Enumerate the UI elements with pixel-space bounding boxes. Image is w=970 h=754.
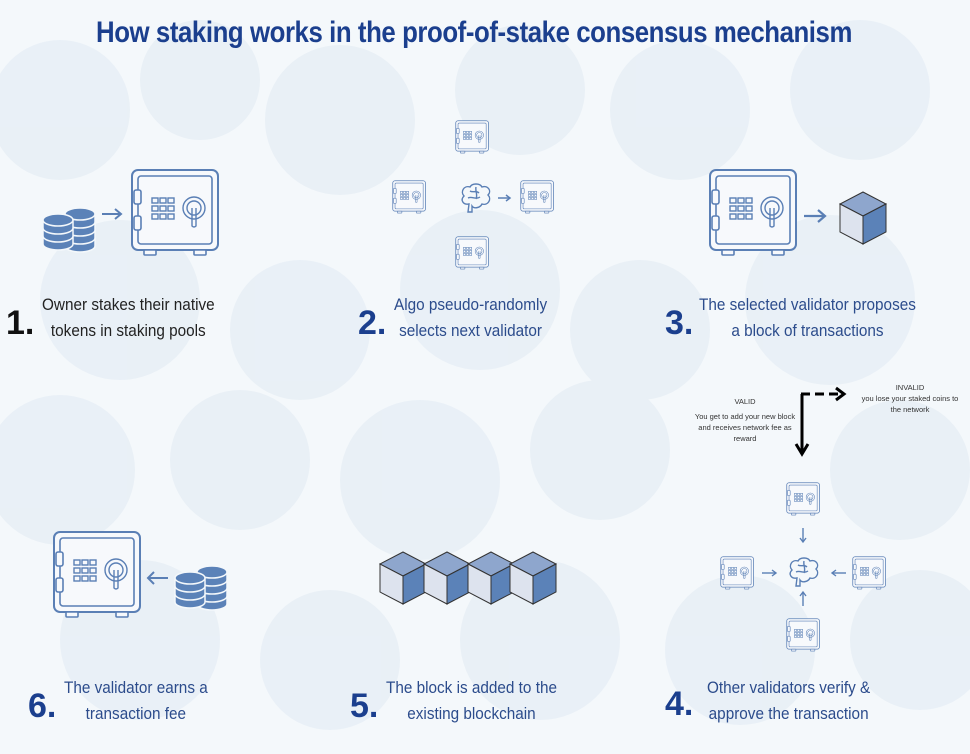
safe-icon xyxy=(852,556,886,590)
step-number: 4. xyxy=(665,685,694,723)
safe-icon xyxy=(520,180,554,214)
step-line: Algo pseudo-randomly xyxy=(394,295,548,314)
arrow-right-icon xyxy=(762,569,778,577)
step-number: 5. xyxy=(350,687,379,725)
step-number: 2. xyxy=(358,304,387,342)
cube-icon xyxy=(379,551,427,605)
arrow-down-icon xyxy=(794,394,810,457)
step-line: selects next validator xyxy=(399,321,543,340)
step-2-caption: 2. Algo pseudo-randomly selects next val… xyxy=(358,292,564,344)
brain-icon xyxy=(789,557,819,587)
valid-text-2: and receives network fee as xyxy=(698,423,792,432)
safe-icon xyxy=(786,618,820,652)
dashed-arrow-right-icon xyxy=(801,386,847,402)
step-description: The validator earns a transaction fee xyxy=(64,675,208,727)
safe-icon xyxy=(392,180,426,214)
arrow-left-icon xyxy=(146,571,168,585)
cube-icon xyxy=(423,551,471,605)
valid-outcome-note: VALID You get to add your new block and … xyxy=(690,396,800,444)
cube-icon xyxy=(467,551,515,605)
step-description: Owner stakes their native tokens in stak… xyxy=(42,292,215,344)
step-line: tokens in staking pools xyxy=(51,321,207,340)
step-number: 6. xyxy=(28,687,57,725)
arrow-down-icon xyxy=(799,528,807,544)
step-line: The validator earns a xyxy=(64,678,209,697)
safe-icon xyxy=(131,169,219,256)
safe-icon xyxy=(720,556,754,590)
arrow-right-icon xyxy=(102,208,123,220)
step-line: Other validators verify & xyxy=(707,678,871,697)
arrow-up-icon xyxy=(799,590,807,606)
invalid-text-1: you lose your staked coins to xyxy=(861,394,959,403)
safe-icon xyxy=(709,169,797,256)
step-line: approve the transaction xyxy=(709,704,869,723)
step-4-illustration xyxy=(720,482,886,652)
step-1-illustration xyxy=(42,169,219,256)
invalid-label: INVALID xyxy=(895,383,925,392)
safe-icon xyxy=(53,531,141,618)
page-title: How staking works in the proof-of-stake … xyxy=(96,16,852,49)
safe-icon xyxy=(455,120,489,154)
cube-icon xyxy=(839,191,887,245)
step-1-caption: 1. Owner stakes their native tokens in s… xyxy=(6,292,234,344)
step-4-caption: 4. Other validators verify & approve the… xyxy=(665,675,889,727)
invalid-outcome-note: INVALID you lose your staked coins to th… xyxy=(855,382,965,415)
cube-icon xyxy=(509,551,557,605)
step-number: 3. xyxy=(665,304,694,342)
coins-icon xyxy=(174,565,228,611)
step-line: existing blockchain xyxy=(407,704,537,723)
step-line: The block is added to the xyxy=(386,678,558,697)
step-description: The selected validator proposes a block … xyxy=(699,292,916,344)
arrow-left-icon xyxy=(830,569,846,577)
validation-branch-arrows xyxy=(794,386,847,457)
step-6-illustration xyxy=(53,531,228,618)
step-2-illustration xyxy=(392,120,554,270)
valid-text-3: reward xyxy=(733,434,757,443)
safe-icon xyxy=(455,236,489,270)
step-5-caption: 5. The block is added to the existing bl… xyxy=(350,675,576,727)
step-description: Other validators verify & approve the tr… xyxy=(707,675,870,727)
invalid-text-2: the network xyxy=(890,405,930,414)
brain-icon xyxy=(461,183,491,213)
step-number: 1. xyxy=(6,304,35,342)
safe-icon xyxy=(786,482,820,516)
step-3-caption: 3. The selected validator proposes a blo… xyxy=(665,292,940,344)
step-line: a block of transactions xyxy=(731,321,884,340)
step-line: The selected validator proposes xyxy=(699,295,917,314)
step-line: transaction fee xyxy=(86,704,187,723)
arrow-right-icon xyxy=(498,194,512,202)
valid-text-1: You get to add your new block xyxy=(694,412,796,421)
step-description: Algo pseudo-randomly selects next valida… xyxy=(394,292,547,344)
valid-label: VALID xyxy=(734,397,756,406)
step-6-caption: 6. The validator earns a transaction fee xyxy=(28,675,224,727)
step-line: Owner stakes their native xyxy=(42,295,215,314)
coins-icon xyxy=(42,207,96,253)
step-3-illustration xyxy=(709,169,887,256)
arrow-right-icon xyxy=(804,209,827,223)
step-5-illustration xyxy=(379,551,557,605)
step-description: The block is added to the existing block… xyxy=(386,675,557,727)
